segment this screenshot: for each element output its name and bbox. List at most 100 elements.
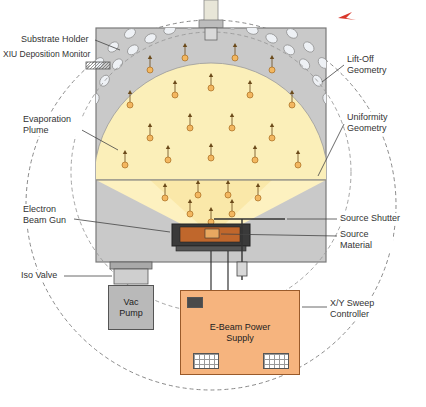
top-flange <box>199 20 223 28</box>
vapor-arrowhead <box>226 180 230 184</box>
part-label: Lift-Off Geometry <box>346 54 410 76</box>
vac-pump-box: Vac Pump <box>108 285 154 330</box>
vapor-particle <box>162 195 168 201</box>
part-label: Source Shutter <box>339 213 401 224</box>
vapor-particle <box>247 92 253 98</box>
holder-hole <box>264 32 279 45</box>
box-label: Vac Pump <box>111 297 151 319</box>
vapor-particle <box>147 135 153 141</box>
part-label: Iso Valve <box>20 270 58 281</box>
vapor-arrowhead <box>123 150 127 154</box>
source-shutter <box>214 218 285 220</box>
vapor-arrowhead <box>230 113 234 117</box>
holder-hole <box>123 28 138 40</box>
uniformity-circle <box>71 32 351 312</box>
vapor-particle <box>289 102 295 108</box>
vapor-particle <box>127 102 133 108</box>
vapor-arrowhead <box>209 73 213 77</box>
deposition-monitor <box>86 62 110 69</box>
sweep-cable <box>227 251 228 290</box>
vapor-arrowhead <box>148 123 152 127</box>
vapor-arrowhead <box>270 55 274 59</box>
vapor-arrowhead <box>128 90 132 94</box>
holder-hole <box>163 28 177 36</box>
holder-hole <box>245 28 259 36</box>
vapor-particle <box>295 162 301 168</box>
lift-off-circle <box>26 20 396 390</box>
holder-hole <box>141 28 155 29</box>
holder-mount <box>205 28 217 40</box>
vapor-arrowhead <box>188 113 192 117</box>
vapor-arrowhead <box>270 123 274 127</box>
electron-beam-gun <box>172 224 250 246</box>
vapor-arrowhead <box>173 80 177 84</box>
corner-mark <box>338 12 356 20</box>
vapor-particle <box>225 192 231 198</box>
uniformity-line <box>96 180 326 181</box>
holder-hole <box>285 28 300 40</box>
gun-cable <box>210 251 211 290</box>
vapor-arrowhead <box>290 90 294 94</box>
vapor-arrowhead <box>166 145 170 149</box>
leader-lines <box>64 40 344 307</box>
panel-detail <box>187 297 203 308</box>
box-label: E-Beam Power Supply <box>204 322 276 344</box>
source-material <box>205 229 219 238</box>
vapor-particle <box>172 92 178 98</box>
vapor-arrowhead <box>253 145 257 149</box>
vapor-arrowhead <box>230 199 234 203</box>
vapor-arrowhead <box>196 180 200 184</box>
holder-hole <box>297 57 311 72</box>
vapor-arrowhead <box>183 43 187 47</box>
vapor-particle <box>187 125 193 131</box>
plume-cone <box>96 180 326 240</box>
vapor-particle <box>269 135 275 141</box>
part-label: Evaporation Plume <box>22 114 82 136</box>
holder-hole <box>96 92 101 106</box>
holder-hole <box>282 43 297 57</box>
vapor-arrowhead <box>256 183 260 187</box>
part-label: Source Material <box>339 229 393 251</box>
vapor-particle <box>269 67 275 73</box>
panel-detail <box>263 353 289 369</box>
vapor-particle <box>255 195 261 201</box>
vapor-particle <box>208 85 214 91</box>
part-label: XIU Deposition Monitor <box>2 49 91 59</box>
vapor-particle <box>122 162 128 168</box>
vapor-particle <box>165 157 171 163</box>
vapor-arrows <box>122 43 301 225</box>
vapor-particle <box>229 125 235 131</box>
holder-hole <box>321 92 326 106</box>
iso-valve <box>110 262 152 269</box>
power-supply-box: E-Beam Power Supply <box>180 290 300 375</box>
vapor-arrowhead <box>296 150 300 154</box>
panel-detail <box>193 353 219 369</box>
vapor-particle <box>232 55 238 61</box>
part-label: X/Y Sweep Controller <box>329 298 393 320</box>
vapor-particle <box>208 155 214 161</box>
holder-hole <box>225 28 238 30</box>
part-label: Electron Beam Gun <box>22 204 74 226</box>
vapor-arrowhead <box>148 55 152 59</box>
holder-hole <box>316 56 326 71</box>
holder-hole <box>183 28 196 30</box>
vapor-arrowhead <box>209 143 213 147</box>
gun-base <box>176 246 246 251</box>
top-feedthrough <box>204 0 218 22</box>
vapor-particle <box>182 55 188 61</box>
iso-valve-body <box>114 269 148 284</box>
vapor-particle <box>195 192 201 198</box>
part-label: Uniformity Geometry <box>346 112 410 134</box>
vapor-particle <box>187 211 193 217</box>
vapor-arrowhead <box>163 183 167 187</box>
holder-hole <box>126 43 141 57</box>
holder-hole <box>98 73 112 88</box>
holder-hole <box>143 32 158 45</box>
vapor-particle <box>147 67 153 73</box>
holder-hole <box>266 28 280 29</box>
vapor-arrowhead <box>233 43 237 47</box>
vapor-arrowhead <box>188 199 192 203</box>
vapor-arrowhead <box>248 80 252 84</box>
part-label: Substrate Holder <box>20 34 90 45</box>
vapor-particle <box>252 157 258 163</box>
